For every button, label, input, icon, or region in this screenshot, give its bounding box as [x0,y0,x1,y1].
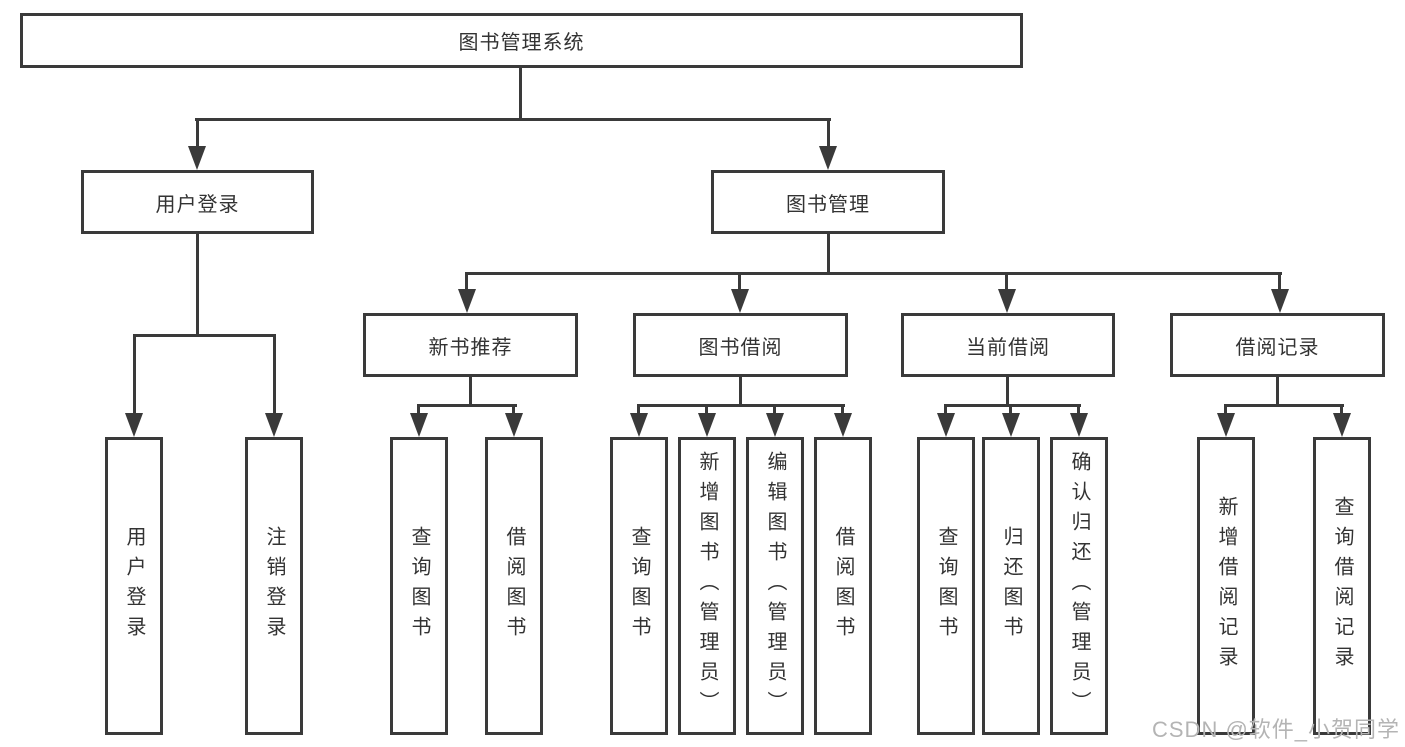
stem-line [1276,377,1279,407]
leaf-add-borrow-record: 新增借阅记录 [1197,437,1255,735]
drop-line [1340,404,1343,418]
node-user-login: 用户登录 [81,170,314,234]
arrow-down-icon [410,413,428,437]
stem-line [196,234,199,337]
csdn-watermark: CSDN @软件_小贺同学 [1152,717,1401,742]
arrow-down-icon [731,289,749,313]
drop-line [1278,272,1281,292]
leaf-add-books-admin: 新增图书（管理员） [678,437,736,735]
stem-line [739,377,742,407]
branch-line [195,118,831,121]
leaf-confirm-return-admin-label: 确认归还（管理员） [1068,451,1090,721]
arrow-down-icon [125,413,143,437]
leaf-user-login: 用户登录 [105,437,163,735]
leaf-query-books-borrow-label: 查询图书 [628,526,650,646]
arrow-down-icon [1333,413,1351,437]
leaf-edit-books-admin: 编辑图书（管理员） [746,437,804,735]
stem-line [827,234,830,274]
drop-line [273,334,276,416]
arrow-down-icon [1271,289,1289,313]
leaf-borrow-books-recommend-label: 借阅图书 [503,526,525,646]
arrow-down-icon [819,146,837,170]
arrow-down-icon [1217,413,1235,437]
node-current-borrow-label: 当前借阅 [966,336,1050,359]
node-user-login-label: 用户登录 [155,193,240,216]
leaf-borrow-books-label: 借阅图书 [832,526,854,646]
leaf-query-borrow-record: 查询借阅记录 [1313,437,1371,735]
leaf-add-books-admin-label: 新增图书（管理员） [696,451,718,721]
node-book-management-label: 图书管理 [786,193,870,216]
branch-line [637,404,845,407]
node-book-borrow: 图书借阅 [633,313,848,377]
node-new-book-recommend: 新书推荐 [363,313,578,377]
leaf-return-books-label: 归还图书 [1000,526,1022,646]
drop-line [944,404,947,418]
stem-line [1006,377,1009,407]
leaf-logout-label: 注销登录 [263,526,285,646]
branch-line [133,334,276,337]
leaf-query-books-borrow: 查询图书 [610,437,668,735]
branch-line [1224,404,1344,407]
arrow-down-icon [265,413,283,437]
arrow-down-icon [1070,413,1088,437]
drop-line [1077,404,1080,418]
node-book-management: 图书管理 [711,170,945,234]
branch-line [466,272,1282,275]
drop-line [196,118,199,150]
drop-line [637,404,640,418]
drop-line [1224,404,1227,418]
arrow-down-icon [698,413,716,437]
node-current-borrow: 当前借阅 [901,313,1115,377]
node-borrow-records: 借阅记录 [1170,313,1385,377]
leaf-query-borrow-record-label: 查询借阅记录 [1331,496,1353,676]
drop-line [841,404,844,418]
leaf-borrow-books: 借阅图书 [814,437,872,735]
leaf-borrow-books-recommend: 借阅图书 [485,437,543,735]
arrow-down-icon [505,413,523,437]
branch-line [944,404,1081,407]
leaf-user-login-label: 用户登录 [123,526,145,646]
drop-line [705,404,708,418]
arrow-down-icon [188,146,206,170]
stem-line [469,377,472,407]
leaf-query-books-current-label: 查询图书 [935,526,957,646]
leaf-edit-books-admin-label: 编辑图书（管理员） [764,451,786,721]
leaf-query-books-current: 查询图书 [917,437,975,735]
arrow-down-icon [1002,413,1020,437]
drop-line [133,334,136,416]
arrow-down-icon [998,289,1016,313]
stem-line [519,68,522,118]
leaf-add-borrow-record-label: 新增借阅记录 [1215,496,1237,676]
drop-line [773,404,776,418]
leaf-logout: 注销登录 [245,437,303,735]
leaf-query-books-recommend: 查询图书 [390,437,448,735]
node-book-borrow-label: 图书借阅 [698,336,783,359]
drop-line [512,404,515,418]
arrow-down-icon [766,413,784,437]
drop-line [417,404,420,418]
drop-line [1005,272,1008,292]
branch-line [418,404,517,407]
drop-line [738,272,741,292]
arrow-down-icon [834,413,852,437]
leaf-query-books-recommend-label: 查询图书 [408,526,430,646]
leaf-return-books: 归还图书 [982,437,1040,735]
arrow-down-icon [630,413,648,437]
drop-line [1009,404,1012,418]
leaf-confirm-return-admin: 确认归还（管理员） [1050,437,1108,735]
node-borrow-records-label: 借阅记录 [1235,336,1320,359]
arrow-down-icon [458,289,476,313]
drop-line [465,272,468,292]
node-new-book-recommend-label: 新书推荐 [428,336,513,359]
drop-line [827,118,830,150]
node-root-label: 图书管理系统 [458,32,585,54]
node-root: 图书管理系统 [20,13,1023,68]
arrow-down-icon [937,413,955,437]
